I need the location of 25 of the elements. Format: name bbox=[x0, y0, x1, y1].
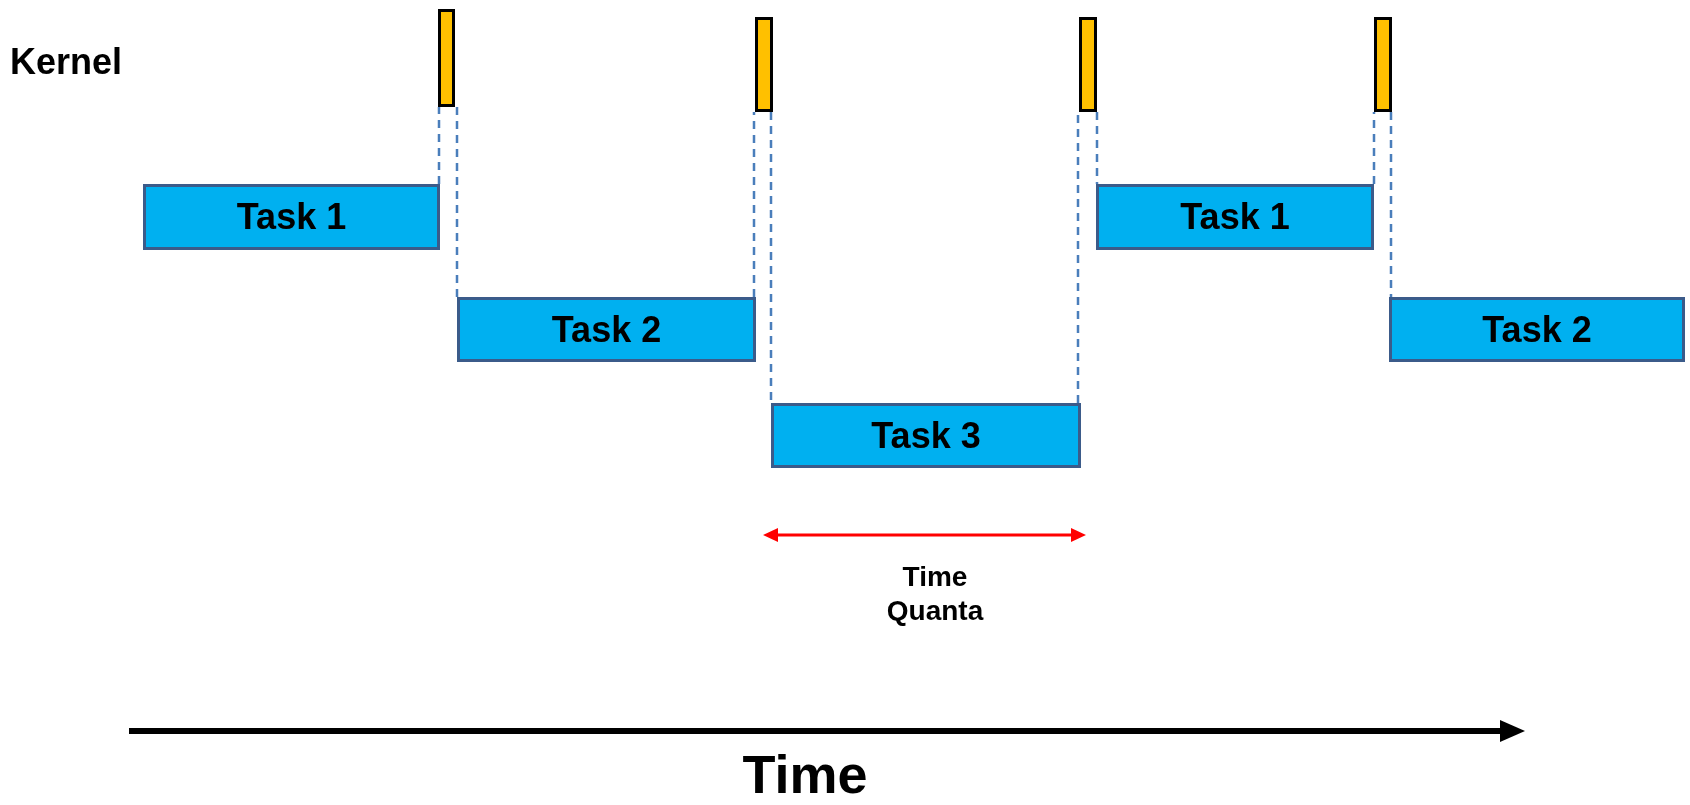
task-label: Task 1 bbox=[236, 196, 347, 238]
dimension-label: Time Quanta bbox=[885, 560, 985, 628]
dashed-connector bbox=[437, 107, 441, 184]
kernel-bar bbox=[1079, 17, 1097, 112]
dashed-connector bbox=[1389, 112, 1393, 297]
kernel-bar bbox=[1374, 17, 1392, 112]
task-label: Task 3 bbox=[871, 414, 981, 457]
task-label: Task 2 bbox=[551, 308, 662, 351]
task-box bbox=[1096, 184, 1374, 250]
dashed-connector bbox=[769, 112, 773, 403]
row-label: Kernel bbox=[10, 40, 124, 84]
kernel-bar bbox=[755, 17, 773, 112]
task-box bbox=[143, 184, 440, 250]
task-label: Task 2 bbox=[1482, 308, 1592, 351]
task-box bbox=[457, 297, 756, 362]
dashed-connector bbox=[1372, 112, 1376, 184]
dashed-connector bbox=[455, 107, 459, 297]
axis-label: Time bbox=[741, 743, 869, 805]
task-box bbox=[771, 403, 1081, 468]
dashed-connector bbox=[1076, 112, 1080, 403]
dashed-connector bbox=[752, 112, 756, 297]
dashed-connector bbox=[1095, 112, 1099, 184]
task-box bbox=[1389, 297, 1685, 362]
task-label: Task 1 bbox=[1180, 196, 1290, 238]
kernel-bar bbox=[438, 9, 455, 107]
